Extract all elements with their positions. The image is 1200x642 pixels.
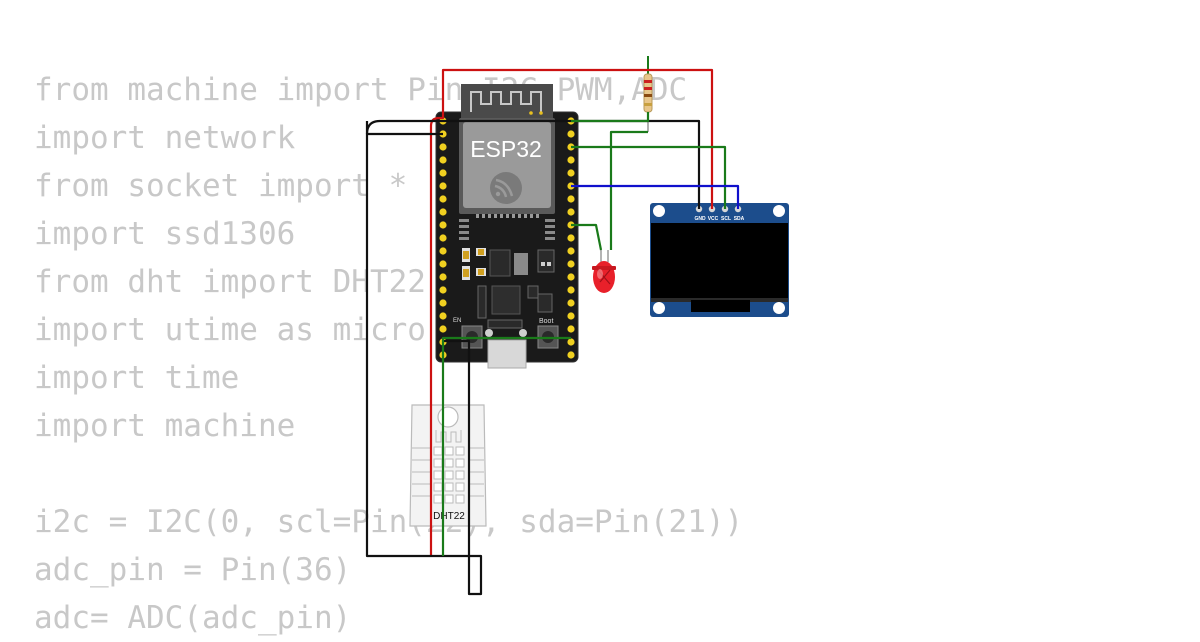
wire-green-led-cathode[interactable] [571,223,603,251]
en-label: EN [453,318,461,324]
micro-usb-port[interactable] [487,339,527,369]
wire-blue-sda[interactable] [571,184,740,209]
oled-pin-label: SCL [721,216,731,222]
code-line: adc_pin = Pin(36) [34,552,352,588]
dht22-grille [433,446,465,504]
oled-screen [651,223,788,298]
wires [365,68,740,596]
wire-red-vcc[interactable] [429,68,714,556]
code-editor: from machine import Pin,I2C,PWM,ADC impor… [34,66,743,642]
oled-pin-label: VCC [708,216,719,222]
code-line: import ssd1306 [34,216,296,252]
wire-green-resistor[interactable] [571,112,650,123]
wire-black-dht-gnd[interactable] [365,121,483,596]
red-led[interactable] [592,250,616,293]
right-header-pins [567,117,575,359]
wire-green-scl[interactable] [571,145,727,209]
code-line: import time [34,360,240,396]
wire-green-led-anode[interactable] [609,130,648,250]
antenna-area [461,84,553,118]
code-line: import utime as micro [34,312,426,348]
code-line: i2c = I2C(0, scl=Pin(22), sda=Pin(21)) [34,504,744,540]
code-line: import machine [34,408,296,444]
code-line: import network [34,120,296,156]
dht22-label: DHT22 [433,511,465,522]
esp32-label: ESP32 [470,136,542,162]
oled-pin-label: GND [694,216,706,222]
resistor[interactable] [643,56,653,132]
wire-green-dht-data[interactable] [441,336,571,556]
smd-components [462,248,555,329]
code-line: from socket import * [34,168,408,204]
dht22-sensor[interactable]: DHT22 [409,404,487,527]
antenna-trace-icon [470,91,542,112]
esp32-board[interactable]: ESP32 [435,84,579,369]
left-header-pins [439,117,447,359]
code-line: from machine import Pin,I2C,PWM,ADC [34,72,688,108]
boot-label: Boot [539,318,553,325]
code-line: from dht import DHT22 [34,264,426,300]
oled-display[interactable]: GND VCC SCL SDA [650,203,789,317]
espressif-logo-icon [490,172,522,204]
oled-pin-label: SDA [734,216,745,222]
